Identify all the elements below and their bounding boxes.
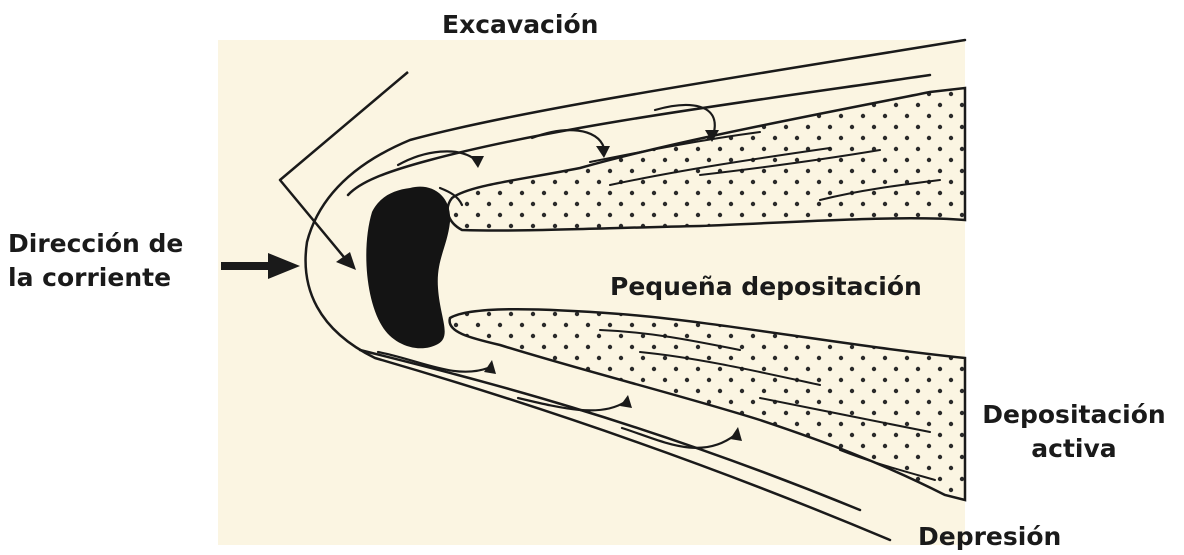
label-depression: Depresión xyxy=(918,520,1061,554)
label-active-deposition: Depositación activa xyxy=(978,398,1170,466)
label-current-line2: la corriente xyxy=(8,261,208,295)
label-small-deposition: Pequeña depositación xyxy=(610,270,922,304)
label-current-line1: Dirección de xyxy=(8,227,208,261)
label-active-line1: Depositación xyxy=(978,398,1170,432)
label-active-line2: activa xyxy=(978,432,1170,466)
label-excavation: Excavación xyxy=(442,8,598,42)
label-current-direction: Dirección de la corriente xyxy=(8,227,208,295)
